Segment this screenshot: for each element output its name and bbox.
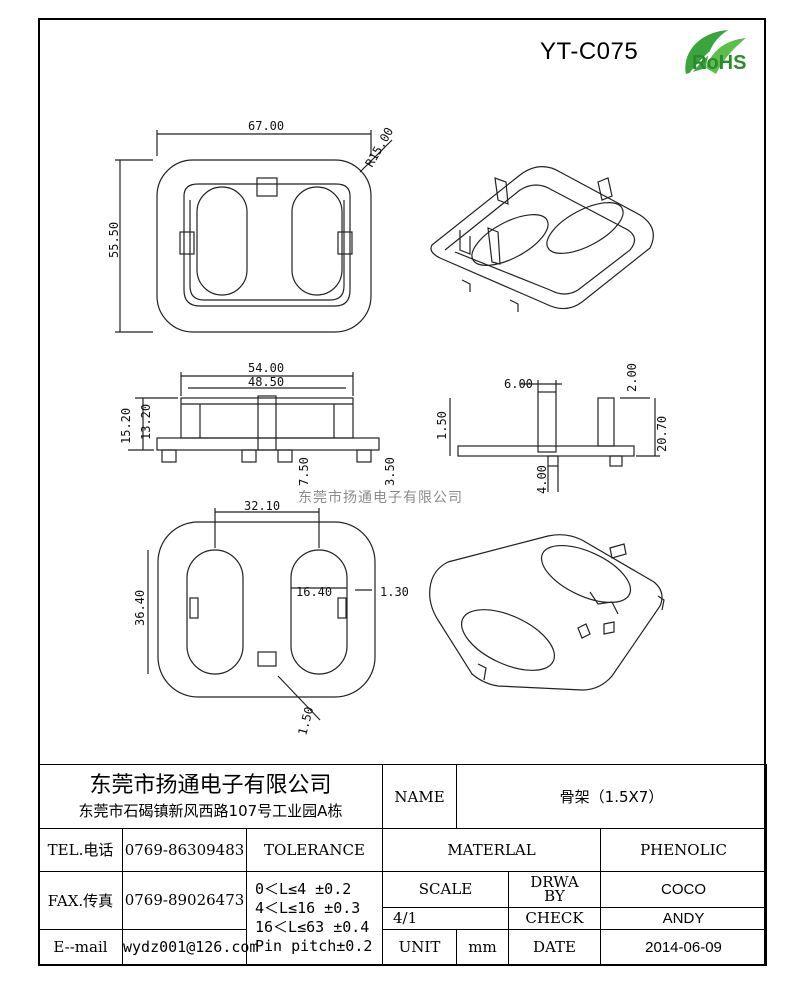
fax-label: FAX.传真 [38, 870, 123, 930]
dim-3-50: 3.50 [383, 457, 397, 486]
dim-54: 54.00 [248, 361, 284, 375]
tol-row: 0＜L≤4 ±0.2 [255, 880, 352, 899]
drawn-by-label: DRWA BY [508, 870, 602, 908]
name-label: NAME [382, 763, 458, 830]
dim-r15: R15.00 [362, 125, 396, 170]
watermark: 东莞市扬通电子有限公司 [298, 490, 463, 506]
tol-row: 4＜L≤16 ±0.3 [255, 899, 361, 918]
email-label: E--mail [38, 928, 123, 967]
dim-32: 32.10 [244, 499, 280, 513]
dim-1-50: 1.50 [435, 411, 449, 440]
company-name: 东莞市扬通电子有限公司 [89, 773, 332, 799]
dim-48: 48.50 [248, 375, 284, 389]
dim-1-50b: 1.50 [295, 705, 316, 737]
dim-2: 2.00 [625, 363, 639, 392]
iso-view-bottom [429, 534, 665, 691]
dim-15-20: 15.20 [119, 408, 133, 444]
bottom-view [147, 508, 376, 721]
dim-67: 67.00 [248, 119, 284, 133]
title-block: 东莞市扬通电子有限公司 东莞市石碣镇新风西路107号工业园A栋 NAME 骨架（… [37, 763, 768, 967]
rohs-leaf-icon [685, 30, 746, 75]
material-value: PHENOLIC [600, 828, 768, 872]
fax-value: 0769-89026473 [122, 870, 247, 930]
tolerance-table: 0＜L≤4 ±0.2 4＜L≤16 ±0.3 16＜L≤63 ±0.4 Pin … [245, 870, 384, 967]
iso-view-top [430, 166, 654, 312]
unit-label: UNIT [382, 928, 458, 967]
side-view [449, 380, 660, 492]
email-value: wydz001@126.com [122, 928, 258, 967]
dim-7-50: 7.50 [297, 457, 311, 486]
company-address: 东莞市石碣镇新风西路107号工业园A栋 [78, 802, 343, 821]
tol-row: Pin pitch±0.2 [255, 937, 373, 956]
tel-label: TEL.电话 [38, 828, 123, 872]
scale-value: 4/1 [382, 906, 510, 930]
dim-4: 4.00 [535, 465, 549, 494]
rohs-label: RoHS [692, 52, 747, 74]
dim-1-30: 1.30 [380, 585, 409, 599]
tol-row: 16＜L≤63 ±0.4 [255, 918, 370, 937]
tel-value: 0769-86309483 [122, 828, 247, 872]
drawn-by-value: COCO [600, 870, 768, 908]
company-cell: 东莞市扬通电子有限公司 东莞市石碣镇新风西路107号工业园A栋 [37, 763, 384, 830]
part-name: 骨架（1.5X7） [456, 763, 768, 830]
date-value: 2014-06-09 [600, 928, 768, 967]
part-code: YT-C075 [540, 38, 639, 65]
unit-value: mm [456, 928, 510, 967]
top-view [115, 130, 393, 333]
dim-55: 55.50 [107, 222, 121, 258]
scale-label: SCALE [382, 870, 510, 908]
dim-13-20: 13.20 [139, 404, 153, 440]
dim-16: 16.40 [296, 585, 332, 599]
tolerance-label: TOLERANCE [245, 828, 384, 872]
material-label: MATERLAL [382, 828, 602, 872]
dim-20-70: 20.70 [655, 416, 669, 452]
dim-36: 36.40 [133, 590, 147, 626]
front-view [128, 372, 380, 463]
checked-by-value: ANDY [600, 906, 768, 930]
date-label: DATE [508, 928, 602, 967]
check-label: CHECK [508, 906, 602, 930]
dim-6: 6.00 [504, 377, 533, 391]
